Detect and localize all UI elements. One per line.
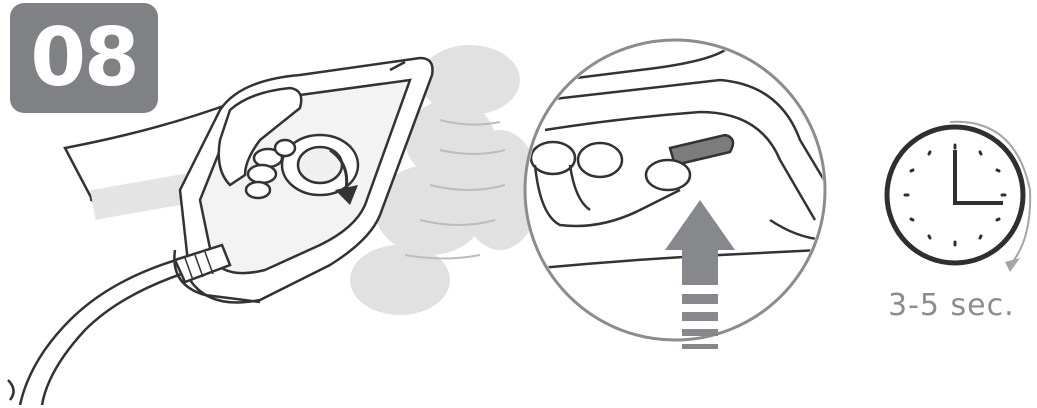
power-cord: [8, 245, 230, 405]
duration-label: 3-5 sec.: [888, 288, 1015, 323]
clock-icon: [887, 122, 1030, 272]
magnified-detail: [520, 28, 830, 349]
